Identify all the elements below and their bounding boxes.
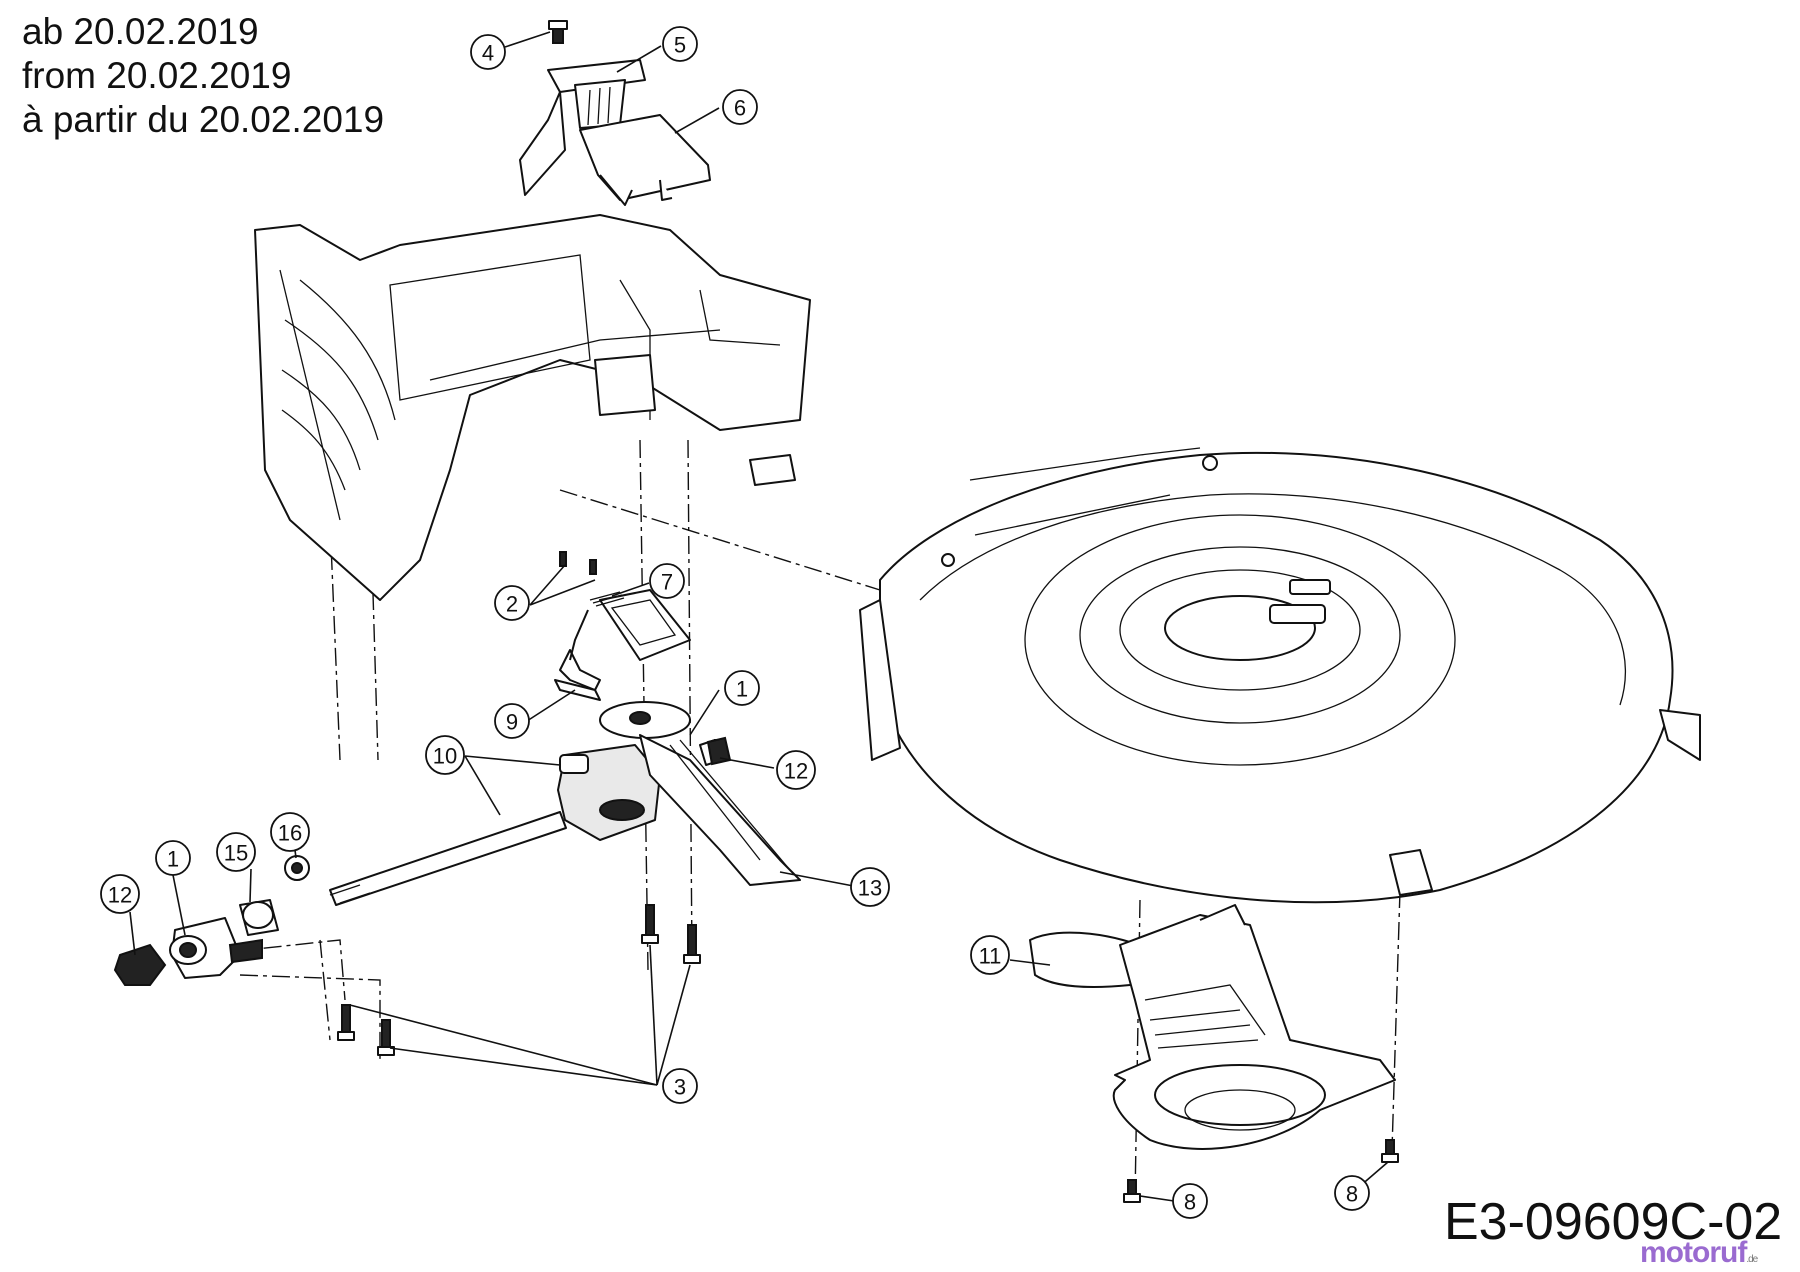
validity-date-header: ab 20.02.2019 from 20.02.2019 à partir d… [22, 10, 384, 142]
cable-bracket [554, 551, 691, 701]
callout-label: 12 [784, 759, 808, 784]
callout-4: 4 [470, 34, 506, 70]
mower-deck [859, 447, 1701, 904]
callout-7: 7 [649, 563, 685, 599]
bolts [337, 904, 1399, 1203]
callout-label: 6 [734, 96, 746, 121]
callout-12-upper: 12 [776, 750, 816, 790]
callout-label: 7 [661, 570, 673, 595]
callout-label: 8 [1346, 1182, 1358, 1207]
callout-3: 3 [662, 1068, 698, 1104]
callout-label: 1 [736, 677, 748, 702]
watermark-text: motoruf [1640, 1236, 1747, 1269]
callout-label: 4 [482, 41, 494, 66]
callout-12-lower: 12 [100, 874, 140, 914]
callout-label: 11 [979, 944, 1002, 969]
watermark-suffix: .de [1746, 1254, 1758, 1265]
callout-label: 10 [433, 744, 457, 769]
callout-label: 9 [506, 710, 518, 735]
callout-8-right: 8 [1334, 1175, 1370, 1211]
wheel-drive-parts [113, 855, 310, 986]
callout-10: 10 [425, 735, 465, 775]
callout-9: 9 [494, 703, 530, 739]
validity-date-fr: à partir du 20.02.2019 [22, 99, 385, 140]
callout-label: 16 [278, 821, 302, 846]
callout-label: 15 [224, 841, 248, 866]
callout-11: 11 [970, 935, 1010, 975]
callout-16: 16 [270, 812, 310, 852]
callout-label: 3 [674, 1075, 686, 1100]
discharge-chute [1029, 904, 1396, 1150]
callout-2: 2 [494, 585, 530, 621]
callout-label: 2 [506, 592, 518, 617]
callout-1-lower: 1 [155, 840, 191, 876]
callout-15: 15 [216, 832, 256, 872]
validity-date-de: ab 20.02.2019 [22, 11, 259, 52]
transmission-assembly [329, 701, 801, 906]
callout-6: 6 [722, 89, 758, 125]
callout-8-center: 8 [1172, 1183, 1208, 1219]
drawing-number: E3-09609C-02 [1444, 1193, 1783, 1251]
validity-date-en: from 20.02.2019 [22, 55, 292, 96]
callout-1-upper: 1 [724, 670, 760, 706]
callout-5: 5 [662, 26, 698, 62]
callout-label: 12 [108, 883, 132, 908]
callout-label: 5 [674, 33, 686, 58]
rear-frame [254, 214, 811, 601]
callout-label: 8 [1184, 1190, 1196, 1215]
watermark-logo: motoruf.de [1640, 1236, 1758, 1270]
leader-lines [129, 31, 1389, 1202]
callout-13: 13 [850, 867, 890, 907]
callout-label: 1 [167, 847, 179, 872]
callout-label: 13 [858, 876, 882, 901]
cover-plate-assembly [519, 20, 711, 206]
